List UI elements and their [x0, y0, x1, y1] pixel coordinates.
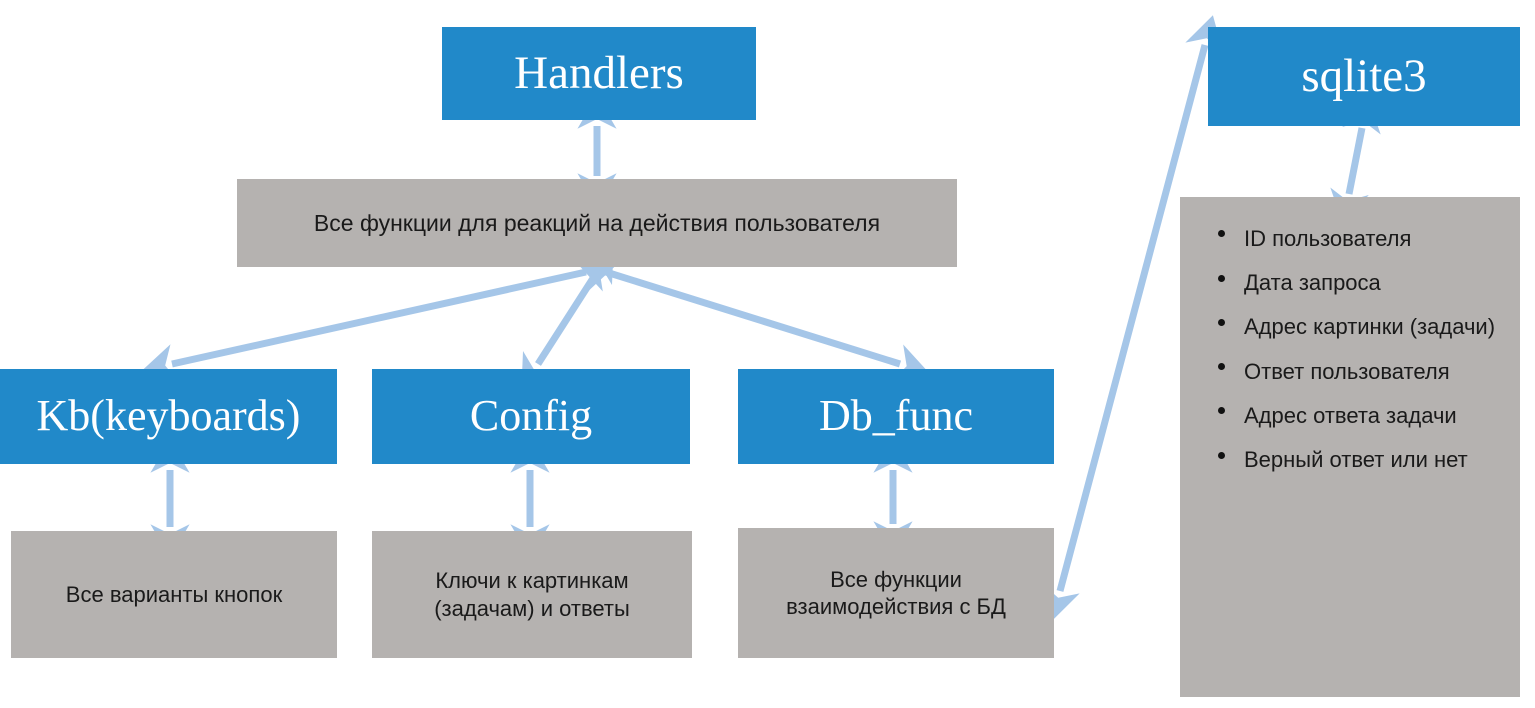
node-kb-description-text: Все варианты кнопок: [65, 581, 283, 607]
arrow-desc-to-config: [521, 246, 614, 390]
db-field-item: Адрес ответа задачи: [1214, 400, 1506, 431]
node-db-func-description-line-2: взаимодействия с БД: [786, 594, 1006, 619]
node-db-func-description-line-1: Все функции: [830, 566, 962, 592]
node-db-func[interactable]: Db_func: [738, 369, 1054, 464]
bullet-icon: [1218, 407, 1225, 415]
arrow-sqlite-to-fields: [1330, 97, 1381, 225]
node-config-description-line-2: (задачам) и ответы: [434, 595, 630, 621]
node-db-func-description: Все функции взаимодействия с БД: [738, 528, 1054, 658]
db-field-item: ID пользователя: [1214, 223, 1506, 254]
db-field-label: Верный ответ или нет: [1244, 447, 1468, 473]
node-handlers-description-text: Все функции для реакций на действия поль…: [313, 209, 881, 236]
node-config-description-line-1: Ключи к картинкам: [435, 568, 629, 593]
arrow-desc-to-dbfunc: [576, 254, 930, 382]
db-field-item: Адрес картинки (задачи): [1214, 311, 1506, 342]
bullet-icon: [1218, 274, 1225, 282]
node-sqlite3-label: sqlite3: [1301, 49, 1427, 102]
node-handlers-label: Handlers: [514, 46, 684, 99]
db-field-label: ID пользователя: [1244, 226, 1412, 251]
node-handlers[interactable]: Handlers: [442, 27, 756, 120]
db-field-item: Дата запроса: [1214, 267, 1506, 298]
node-db-func-label: Db_func: [819, 391, 973, 441]
bullet-icon: [1218, 451, 1225, 459]
node-kb-keyboards-label: Kb(keyboards): [36, 391, 301, 441]
db-field-item: Верный ответ или нет: [1214, 444, 1506, 475]
node-sqlite3[interactable]: sqlite3: [1208, 27, 1520, 126]
node-config-label: Config: [469, 391, 593, 441]
bullet-icon: [1218, 363, 1225, 371]
node-handlers-description: Все функции для реакций на действия поль…: [237, 179, 957, 267]
node-config[interactable]: Config: [372, 369, 690, 464]
node-config-description: Ключи к картинкам (задачам) и ответы: [372, 531, 692, 658]
node-kb-keyboards[interactable]: Kb(keyboards): [0, 369, 337, 464]
bullet-icon: [1218, 318, 1225, 326]
db-field-label: Ответ пользователя: [1244, 358, 1450, 384]
db-field-item: Ответ пользователя: [1214, 356, 1506, 387]
node-kb-description: Все варианты кнопок: [11, 531, 337, 658]
arrow-desc-to-kb: [141, 253, 617, 383]
db-field-label: Дата запроса: [1244, 270, 1381, 296]
db-field-label: Адрес ответа задачи: [1244, 402, 1457, 428]
bullet-icon: [1218, 230, 1225, 238]
db-field-label: Адрес картинки (задачи): [1244, 314, 1496, 340]
